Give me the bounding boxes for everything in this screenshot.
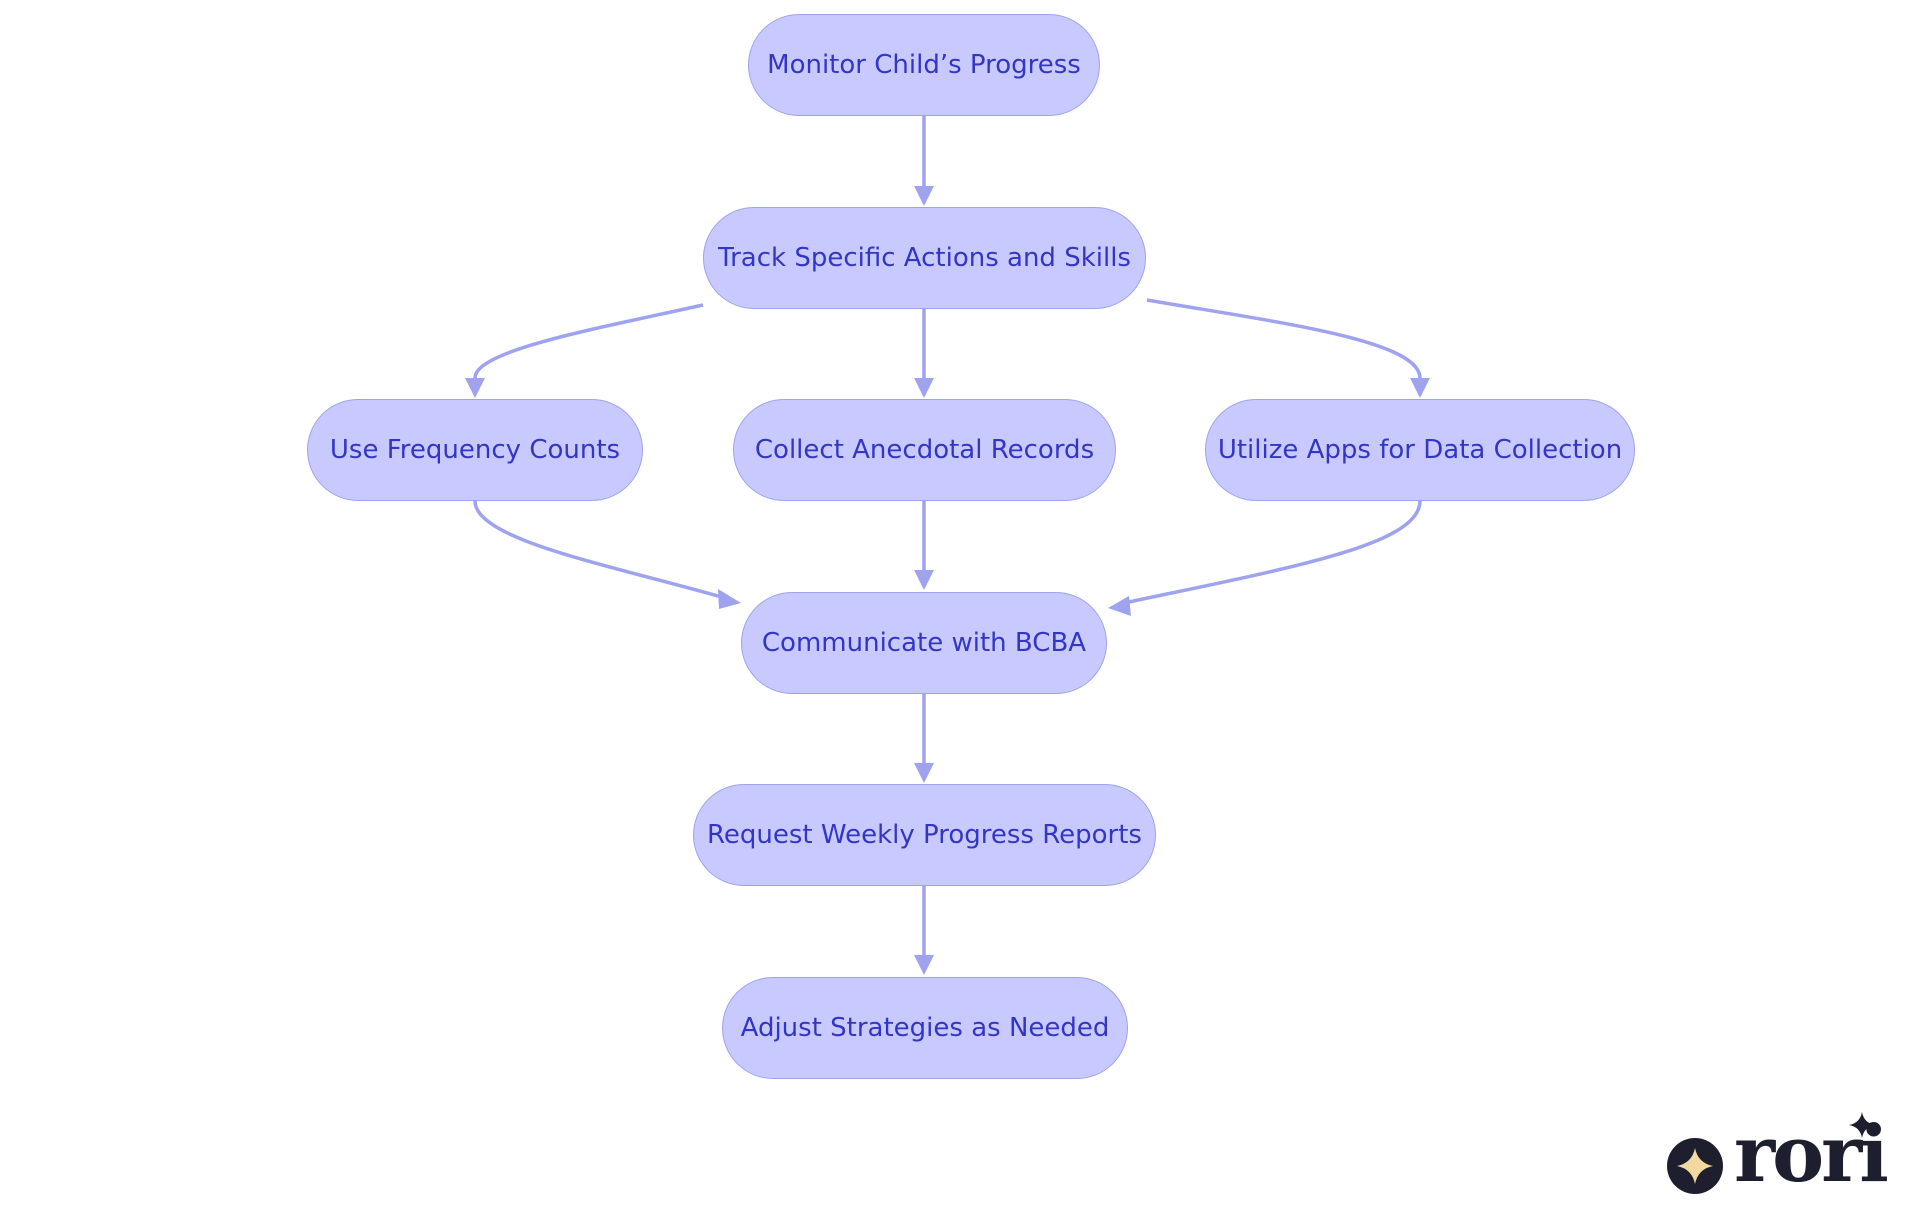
arrowhead-weekly — [914, 763, 934, 783]
arrowhead-communicate-right — [1108, 596, 1131, 616]
node-utilize-apps: Utilize Apps for Data Collection — [1205, 399, 1635, 501]
arrowhead-communicate-top — [914, 570, 934, 590]
node-track-specific-actions: Track Specific Actions and Skills — [703, 207, 1146, 309]
edge-track-to-frequency — [473, 303, 704, 379]
sparkle-icon — [1667, 1138, 1723, 1194]
node-communicate-with-bcba: Communicate with BCBA — [741, 592, 1107, 694]
edge-apps-to-communicate — [1123, 500, 1422, 605]
arrowhead-frequency — [465, 378, 485, 398]
node-collect-anecdotal-records: Collect Anecdotal Records — [733, 399, 1116, 501]
arrowhead-anecdotal — [914, 378, 934, 398]
node-use-frequency-counts: Use Frequency Counts — [307, 399, 643, 501]
arrowhead-track — [914, 186, 934, 206]
edge-track-to-apps — [1146, 298, 1422, 379]
edge-frequency-to-communicate — [473, 500, 726, 600]
arrowhead-adjust — [914, 955, 934, 975]
logo-star-icon — [1849, 1112, 1875, 1138]
arrowhead-communicate-left — [718, 589, 741, 609]
node-request-weekly-reports: Request Weekly Progress Reports — [693, 784, 1156, 886]
arrowhead-apps — [1410, 378, 1430, 398]
node-adjust-strategies: Adjust Strategies as Needed — [722, 977, 1128, 1079]
node-monitor-childs-progress: Monitor Child’s Progress — [748, 14, 1100, 116]
rori-logo: rori — [1665, 1112, 1889, 1203]
